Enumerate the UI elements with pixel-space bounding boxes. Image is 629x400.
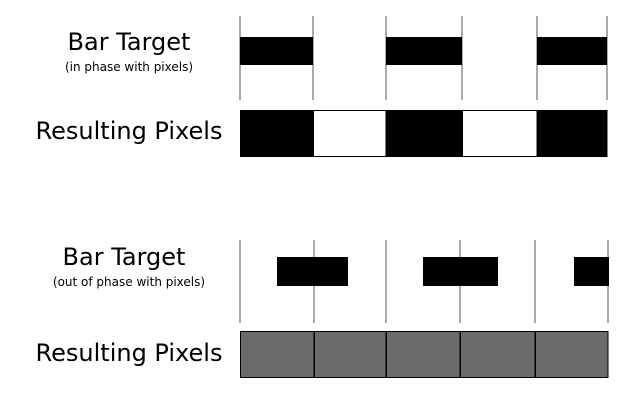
target-bar [240, 37, 313, 65]
pixel-cell-white [313, 110, 387, 157]
pixel-cell-black [386, 110, 463, 157]
target-bar [277, 257, 348, 286]
resulting-pixels-out-of-phase [240, 331, 609, 378]
pixel-cell-white [462, 110, 538, 157]
resulting-pixels-in-phase [240, 110, 608, 157]
pixel-cell-black [537, 110, 608, 157]
target-bar [423, 257, 498, 286]
pixel-cell-gray [386, 331, 461, 378]
pixel-cell-gray [240, 331, 315, 378]
bar-target-sublabel-in-phase: (in phase with pixels) [64, 60, 194, 74]
bar-target-label-out-of-phase: Bar Target [62, 243, 186, 271]
bar-target-in-phase [240, 37, 607, 65]
pixel-cell-gray [460, 331, 536, 378]
pixel-cell-gray [314, 331, 387, 378]
target-bar [574, 257, 609, 286]
resulting-pixels-label-in-phase: Resulting Pixels [35, 117, 223, 145]
resulting-pixels-label-out-of-phase: Resulting Pixels [35, 339, 223, 367]
pixel-cell-black [240, 110, 314, 157]
target-bar [537, 37, 607, 65]
bar-target-label-in-phase: Bar Target [67, 28, 191, 56]
bar-target-sublabel-out-of-phase: (out of phase with pixels) [52, 275, 206, 289]
bar-target-out-of-phase [277, 257, 609, 286]
target-bar [386, 37, 462, 65]
pixel-cell-gray [535, 331, 609, 378]
